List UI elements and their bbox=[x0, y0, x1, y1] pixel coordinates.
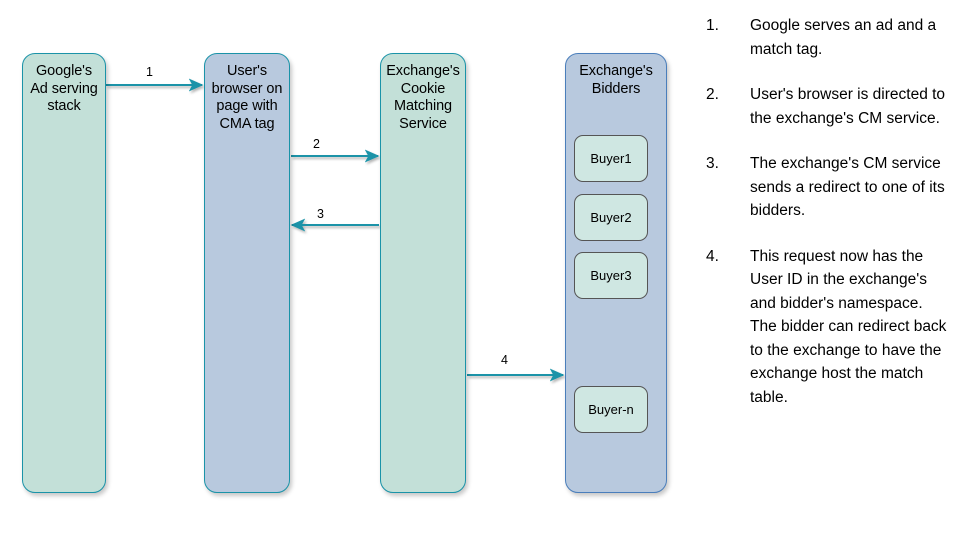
steps-list: 1. Google serves an ad and a match tag. … bbox=[706, 14, 952, 431]
list-item: 1. Google serves an ad and a match tag. bbox=[706, 14, 952, 61]
step-text: This request now has the User ID in the … bbox=[750, 247, 947, 406]
buyer-box[interactable]: Buyer3 bbox=[574, 252, 648, 299]
list-item: 2. User's browser is directed to the exc… bbox=[706, 83, 952, 130]
step-text: User's browser is directed to the exchan… bbox=[750, 86, 946, 127]
buyer-box[interactable]: Buyer1 bbox=[574, 135, 648, 182]
arrow-label-3: 3 bbox=[317, 207, 324, 221]
step-text: The exchange's CM service sends a redire… bbox=[750, 155, 945, 219]
step-number: 2. bbox=[706, 86, 719, 103]
step-number: 4. bbox=[706, 247, 719, 265]
list-item: 3. The exchange's CM service sends a red… bbox=[706, 152, 952, 223]
arrow-label-4: 4 bbox=[501, 353, 508, 367]
step-number: 1. bbox=[706, 17, 719, 34]
arrow-label-1: 1 bbox=[146, 65, 153, 79]
buyer-box[interactable]: Buyer-n bbox=[574, 386, 648, 433]
step-number: 3. bbox=[706, 155, 719, 172]
step-text: Google serves an ad and a match tag. bbox=[750, 17, 937, 58]
arrow-label-2: 2 bbox=[313, 137, 320, 151]
list-item: 4. This request now has the User ID in t… bbox=[706, 245, 952, 410]
buyer-box[interactable]: Buyer2 bbox=[574, 194, 648, 241]
